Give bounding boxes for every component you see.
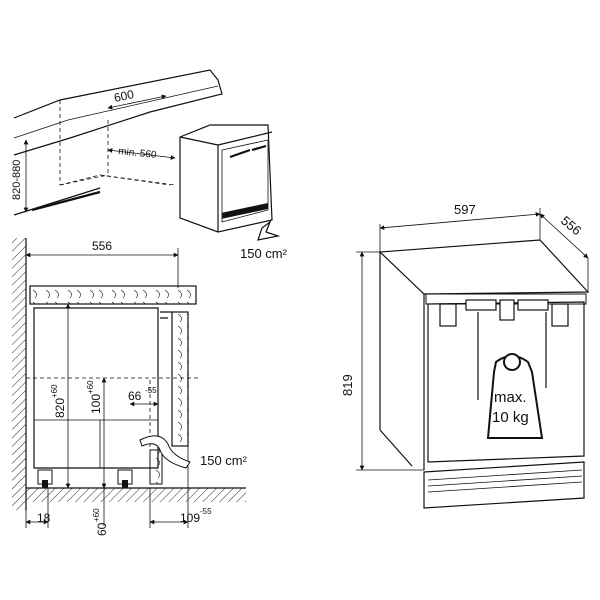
recess-vent-label: 150 cm²: [240, 246, 288, 261]
section-gap-tolerance: -55: [145, 386, 157, 395]
section-plinth-depth-label: 109: [180, 511, 200, 525]
side-section: [12, 238, 246, 528]
section-vent-height-label: 100: [89, 394, 103, 414]
appliance-width-label: 597: [454, 202, 476, 217]
recess-min-depth-label: min. 560: [118, 146, 158, 161]
section-depth-label: 556: [92, 239, 112, 253]
appliance-height-label: 819: [340, 374, 355, 396]
section-plinth-depth-tolerance: -55: [200, 507, 212, 516]
appliance-view: [356, 208, 590, 509]
section-height-tolerance: +60: [50, 384, 59, 398]
section-vent-height-tolerance: +60: [86, 380, 95, 394]
recess-view: [13, 69, 281, 241]
section-wall-gap-label: 18: [37, 511, 51, 525]
recess-height-label: 820-880: [11, 160, 23, 200]
recess-width-label: 600: [113, 87, 136, 105]
load-label-line1: max.: [494, 389, 527, 406]
section-vent-label: 150 cm²: [200, 453, 248, 468]
section-gap-label: 66: [128, 389, 142, 403]
section-height-label: 820: [53, 398, 67, 418]
section-foot-height-label: 60: [95, 522, 109, 536]
load-label-line2: 10 kg: [492, 409, 529, 426]
section-foot-height-tolerance: +60: [92, 508, 101, 522]
